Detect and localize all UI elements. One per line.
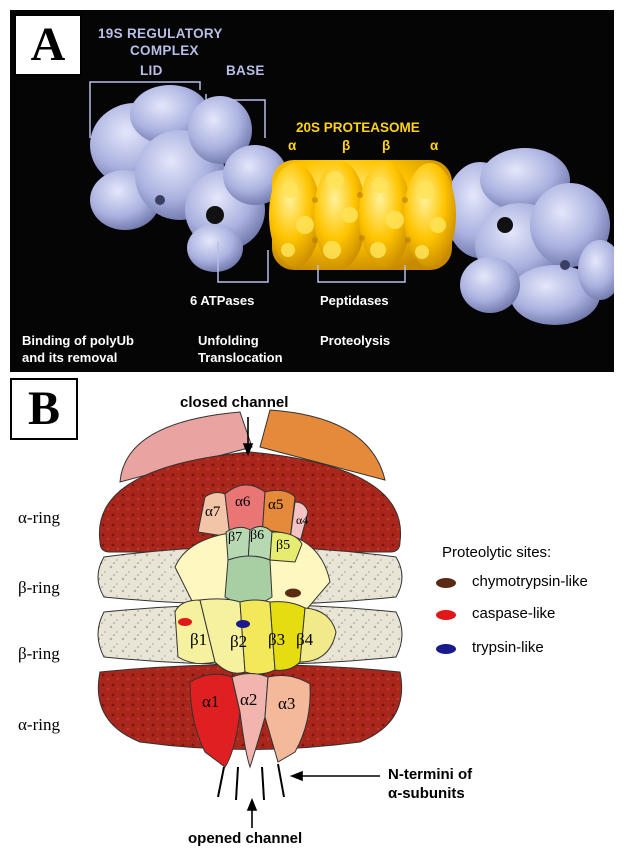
subunit-alpha6: α6 (235, 494, 250, 511)
subunit-label-3: β (382, 138, 390, 153)
subunit-alpha4: α4 (296, 513, 308, 528)
subunit-beta7: β7 (228, 530, 242, 546)
n-termini-label-line1: N-termini of (388, 766, 472, 783)
subunit-alpha2: α2 (240, 690, 257, 710)
subunit-label-2: β (342, 138, 350, 153)
panel-a-proteasome-structure: 19S REGULATORY COMPLEX LID BASE 20S PROT… (10, 10, 614, 372)
20s-core-particle (269, 160, 456, 270)
20s-proteasome-label: 20S PROTEASOME (296, 120, 420, 135)
legend-label-caspase: caspase-like (472, 605, 555, 622)
ring-label-alpha-top: α-ring (18, 508, 60, 528)
right-19s-cap (445, 148, 614, 325)
opened-channel-label: opened channel (188, 830, 302, 847)
panel-b-20s-schematic: α7 α6 α5 α4 β7 β6 β5 β1 β2 β3 β4 α1 α2 α… (0, 372, 626, 852)
function-proteolysis: Proteolysis (320, 332, 390, 349)
regulatory-complex-label-line2: COMPLEX (130, 43, 199, 58)
closed-channel-label: closed channel (180, 394, 288, 411)
function-unfolding-line1: Unfolding (198, 332, 259, 349)
function-binding-line1: Binding of polyUb (22, 332, 134, 349)
function-binding-line2: and its removal (22, 349, 117, 366)
function-unfolding-line2: Translocation (198, 349, 283, 366)
ring-label-beta-top: β-ring (18, 578, 60, 598)
ring-label-alpha-bottom: α-ring (18, 715, 60, 735)
peptidases-label: Peptidases (320, 292, 389, 309)
n-termini-label-line2: α-subunits (388, 785, 465, 802)
caspase-site-swatch (436, 610, 456, 620)
subunit-alpha1: α1 (202, 692, 219, 712)
legend-label-chymotrypsin: chymotrypsin-like (472, 573, 588, 590)
subunit-beta2: β2 (230, 632, 247, 652)
ring-label-beta-bottom: β-ring (18, 644, 60, 664)
subunit-beta4: β4 (296, 630, 313, 650)
base-label: BASE (226, 63, 265, 78)
panel-a-letter: A (14, 14, 82, 76)
subunit-beta5: β5 (276, 538, 290, 554)
subunit-label-4: α (430, 138, 438, 153)
subunit-beta1: β1 (190, 630, 207, 650)
panel-b-letter: B (10, 378, 78, 440)
subunit-beta6: β6 (250, 528, 264, 544)
subunit-beta3: β3 (268, 630, 285, 650)
subunit-label-1: α (288, 138, 296, 153)
legend-title: Proteolytic sites: (442, 544, 551, 561)
subunit-alpha5: α5 (268, 497, 283, 514)
lid-label: LID (140, 63, 163, 78)
subunit-alpha7: α7 (205, 504, 220, 521)
atpases-label: 6 ATPases (190, 292, 254, 309)
left-19s-cap (90, 85, 287, 272)
chymotrypsin-site-swatch (436, 578, 456, 588)
legend-label-trypsin: trypsin-like (472, 639, 544, 656)
trypsin-site-swatch (436, 644, 456, 654)
regulatory-complex-label-line1: 19S REGULATORY (98, 26, 223, 41)
subunit-alpha3: α3 (278, 694, 295, 714)
proteasome-3d-render (10, 10, 614, 372)
